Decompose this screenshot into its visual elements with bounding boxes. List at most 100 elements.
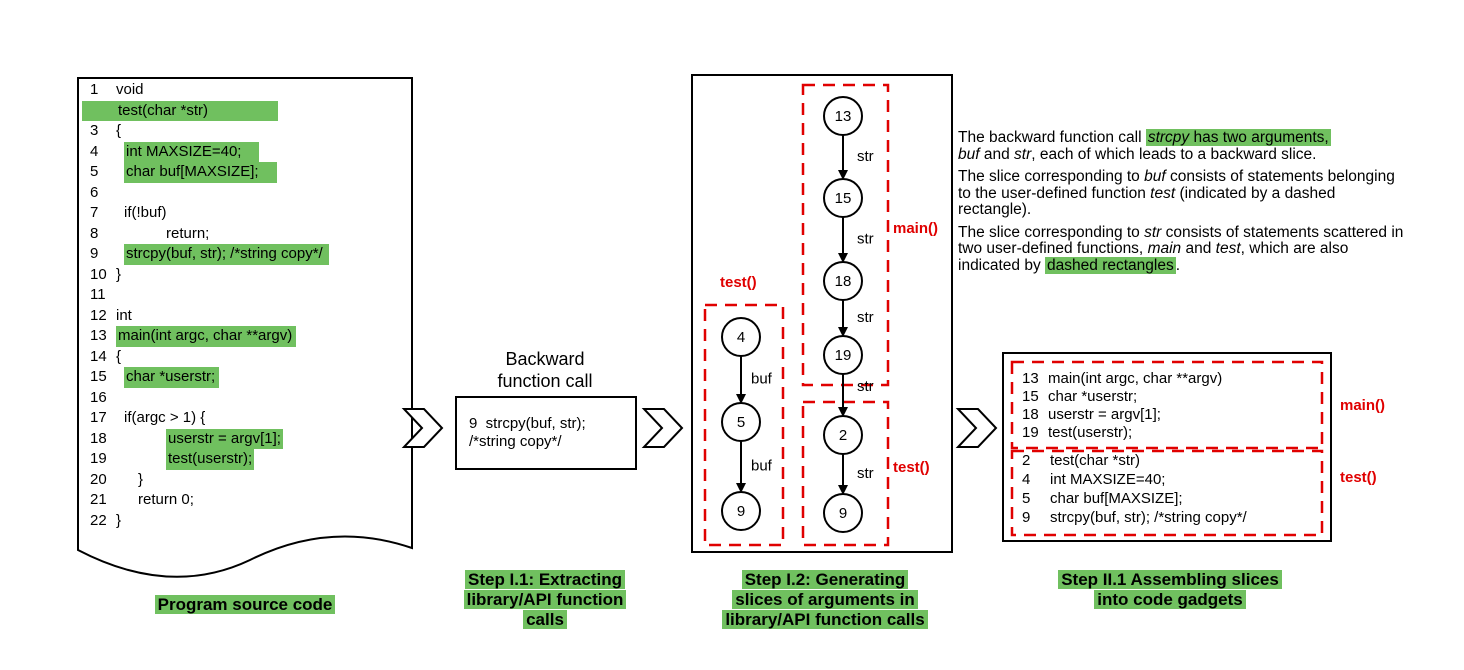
chevron-arrow-icon (401, 408, 444, 448)
code-line: int (116, 306, 132, 324)
line-number: 18 (90, 429, 107, 447)
test-function-label: test() (1340, 469, 1377, 486)
code-line: test(userstr); (1048, 424, 1133, 441)
step2-caption-line: library/API function calls (722, 610, 928, 629)
line-number: 5 (1022, 490, 1031, 507)
test-dashed-region (801, 400, 890, 547)
backward-heading-line2: function call (497, 371, 593, 391)
graph-node (823, 96, 863, 136)
line-number: 19 (1022, 424, 1039, 441)
line-number: 19 (90, 450, 107, 467)
step1-caption-line: calls (523, 610, 567, 629)
line-number: 2 (1022, 452, 1031, 469)
main-function-label: main() (1340, 397, 1385, 414)
step2-caption-line: Step I.2: Generating (741, 570, 909, 589)
line-number: 9 (90, 245, 99, 262)
code-line: test(char *str) (1050, 452, 1141, 469)
code-line: } (116, 265, 122, 283)
line-number: 12 (90, 306, 107, 324)
edge-label: str (857, 465, 874, 482)
test-function-label: test() (893, 459, 930, 476)
graph-node-label: 4 (737, 329, 745, 346)
graph-node-label: 5 (737, 414, 745, 431)
code-line: userstr = argv[1]; (1048, 406, 1161, 423)
description-paragraph-1: The backward function call strcpy has tw… (958, 129, 1331, 163)
line-number: 13 (90, 327, 107, 344)
backward-heading-line1: Backward (505, 349, 585, 369)
graph-node-label: 18 (835, 273, 852, 290)
line-number: 22 (90, 511, 107, 529)
graph-node (721, 317, 761, 357)
code-line: char *userstr; (1048, 388, 1138, 405)
line-number: 9 (1022, 509, 1031, 526)
edge-label: str (857, 231, 874, 248)
line-number: 8 (90, 224, 99, 242)
line-number: 3 (90, 122, 99, 139)
graph-node (823, 493, 863, 533)
graph-node-label: 19 (835, 347, 852, 364)
line-number: 10 (90, 265, 107, 283)
description-paragraph-2: The slice corresponding to buf consists … (958, 168, 1395, 218)
chevron-arrow-icon (641, 408, 684, 448)
line-number: 6 (90, 183, 99, 201)
code-line: } (116, 511, 122, 529)
graph-node (823, 178, 863, 218)
graph-node-label: 2 (839, 427, 847, 444)
code-line: test(userstr); (166, 449, 255, 470)
step1-caption-line: Step I.1: Extracting (465, 570, 625, 589)
line-number: 4 (90, 142, 99, 160)
edge-label: str (857, 378, 874, 395)
main-function-label: main() (893, 220, 938, 237)
code-line: strcpy(buf, str); /*string copy*/ (124, 244, 329, 265)
step2-caption: Step I.2: Generating slices of arguments… (690, 570, 960, 630)
line-number: 11 (90, 286, 106, 303)
main-dashed-region (1010, 360, 1324, 450)
code-line: if(!buf) (124, 204, 167, 221)
code-line: return 0; (138, 491, 194, 508)
edge-label: str (857, 148, 874, 165)
line-number: 16 (90, 388, 107, 406)
line-number: 21 (90, 491, 107, 508)
code-line: test(char *str) (82, 100, 279, 121)
description-text: The backward function call strcpy has tw… (958, 129, 1408, 280)
backward-call-line1: 9 strcpy(buf, str); (469, 415, 586, 432)
graph-node (823, 261, 863, 301)
backward-call-heading: Backward function call (455, 348, 635, 392)
code-line: int MAXSIZE=40; (124, 141, 260, 162)
code-line: userstr = argv[1]; (166, 428, 283, 449)
edge-label: buf (751, 371, 773, 388)
line-number: 14 (90, 347, 107, 365)
step3-caption: Step II.1 Assembling slices into code ga… (1010, 570, 1330, 610)
chevron-arrow-icon (955, 408, 998, 448)
step3-caption-line: Step II.1 Assembling slices (1058, 570, 1282, 589)
code-line: strcpy(buf, str); /*string copy*/ (1050, 509, 1247, 526)
code-line: char *userstr; (124, 367, 220, 388)
test-function-label: test() (720, 274, 757, 291)
code-line: { (116, 122, 122, 139)
code-line: int MAXSIZE=40; (1050, 471, 1166, 488)
step3-caption-line: into code gadgets (1094, 590, 1246, 609)
code-line: main(int argc, char **argv) (1048, 370, 1223, 387)
line-number: 15 (90, 368, 107, 385)
edge-label: buf (751, 458, 773, 475)
code-line: { (116, 347, 122, 365)
line-number: 18 (1022, 406, 1039, 423)
step1-caption: Step I.1: Extracting library/API functio… (430, 570, 660, 630)
test-dashed-region (1010, 449, 1324, 537)
line-number: 4 (1022, 471, 1031, 488)
code-line: char buf[MAXSIZE]; (124, 162, 277, 183)
graph-node (721, 402, 761, 442)
source-code-caption: Program source code (154, 595, 336, 614)
step2-caption-line: slices of arguments in (732, 590, 918, 609)
backward-call-box: 9 strcpy(buf, str); /*string copy*/ (455, 396, 637, 470)
code-line: } (138, 470, 144, 488)
backward-call-line2: /*string copy*/ (469, 433, 562, 450)
line-number: 5 (90, 163, 99, 180)
graph-node (823, 415, 863, 455)
line-number: 17 (90, 409, 107, 426)
code-line: void (116, 81, 144, 98)
code-line: main(int argc, char **argv) (116, 326, 297, 347)
graph-node (721, 491, 761, 531)
